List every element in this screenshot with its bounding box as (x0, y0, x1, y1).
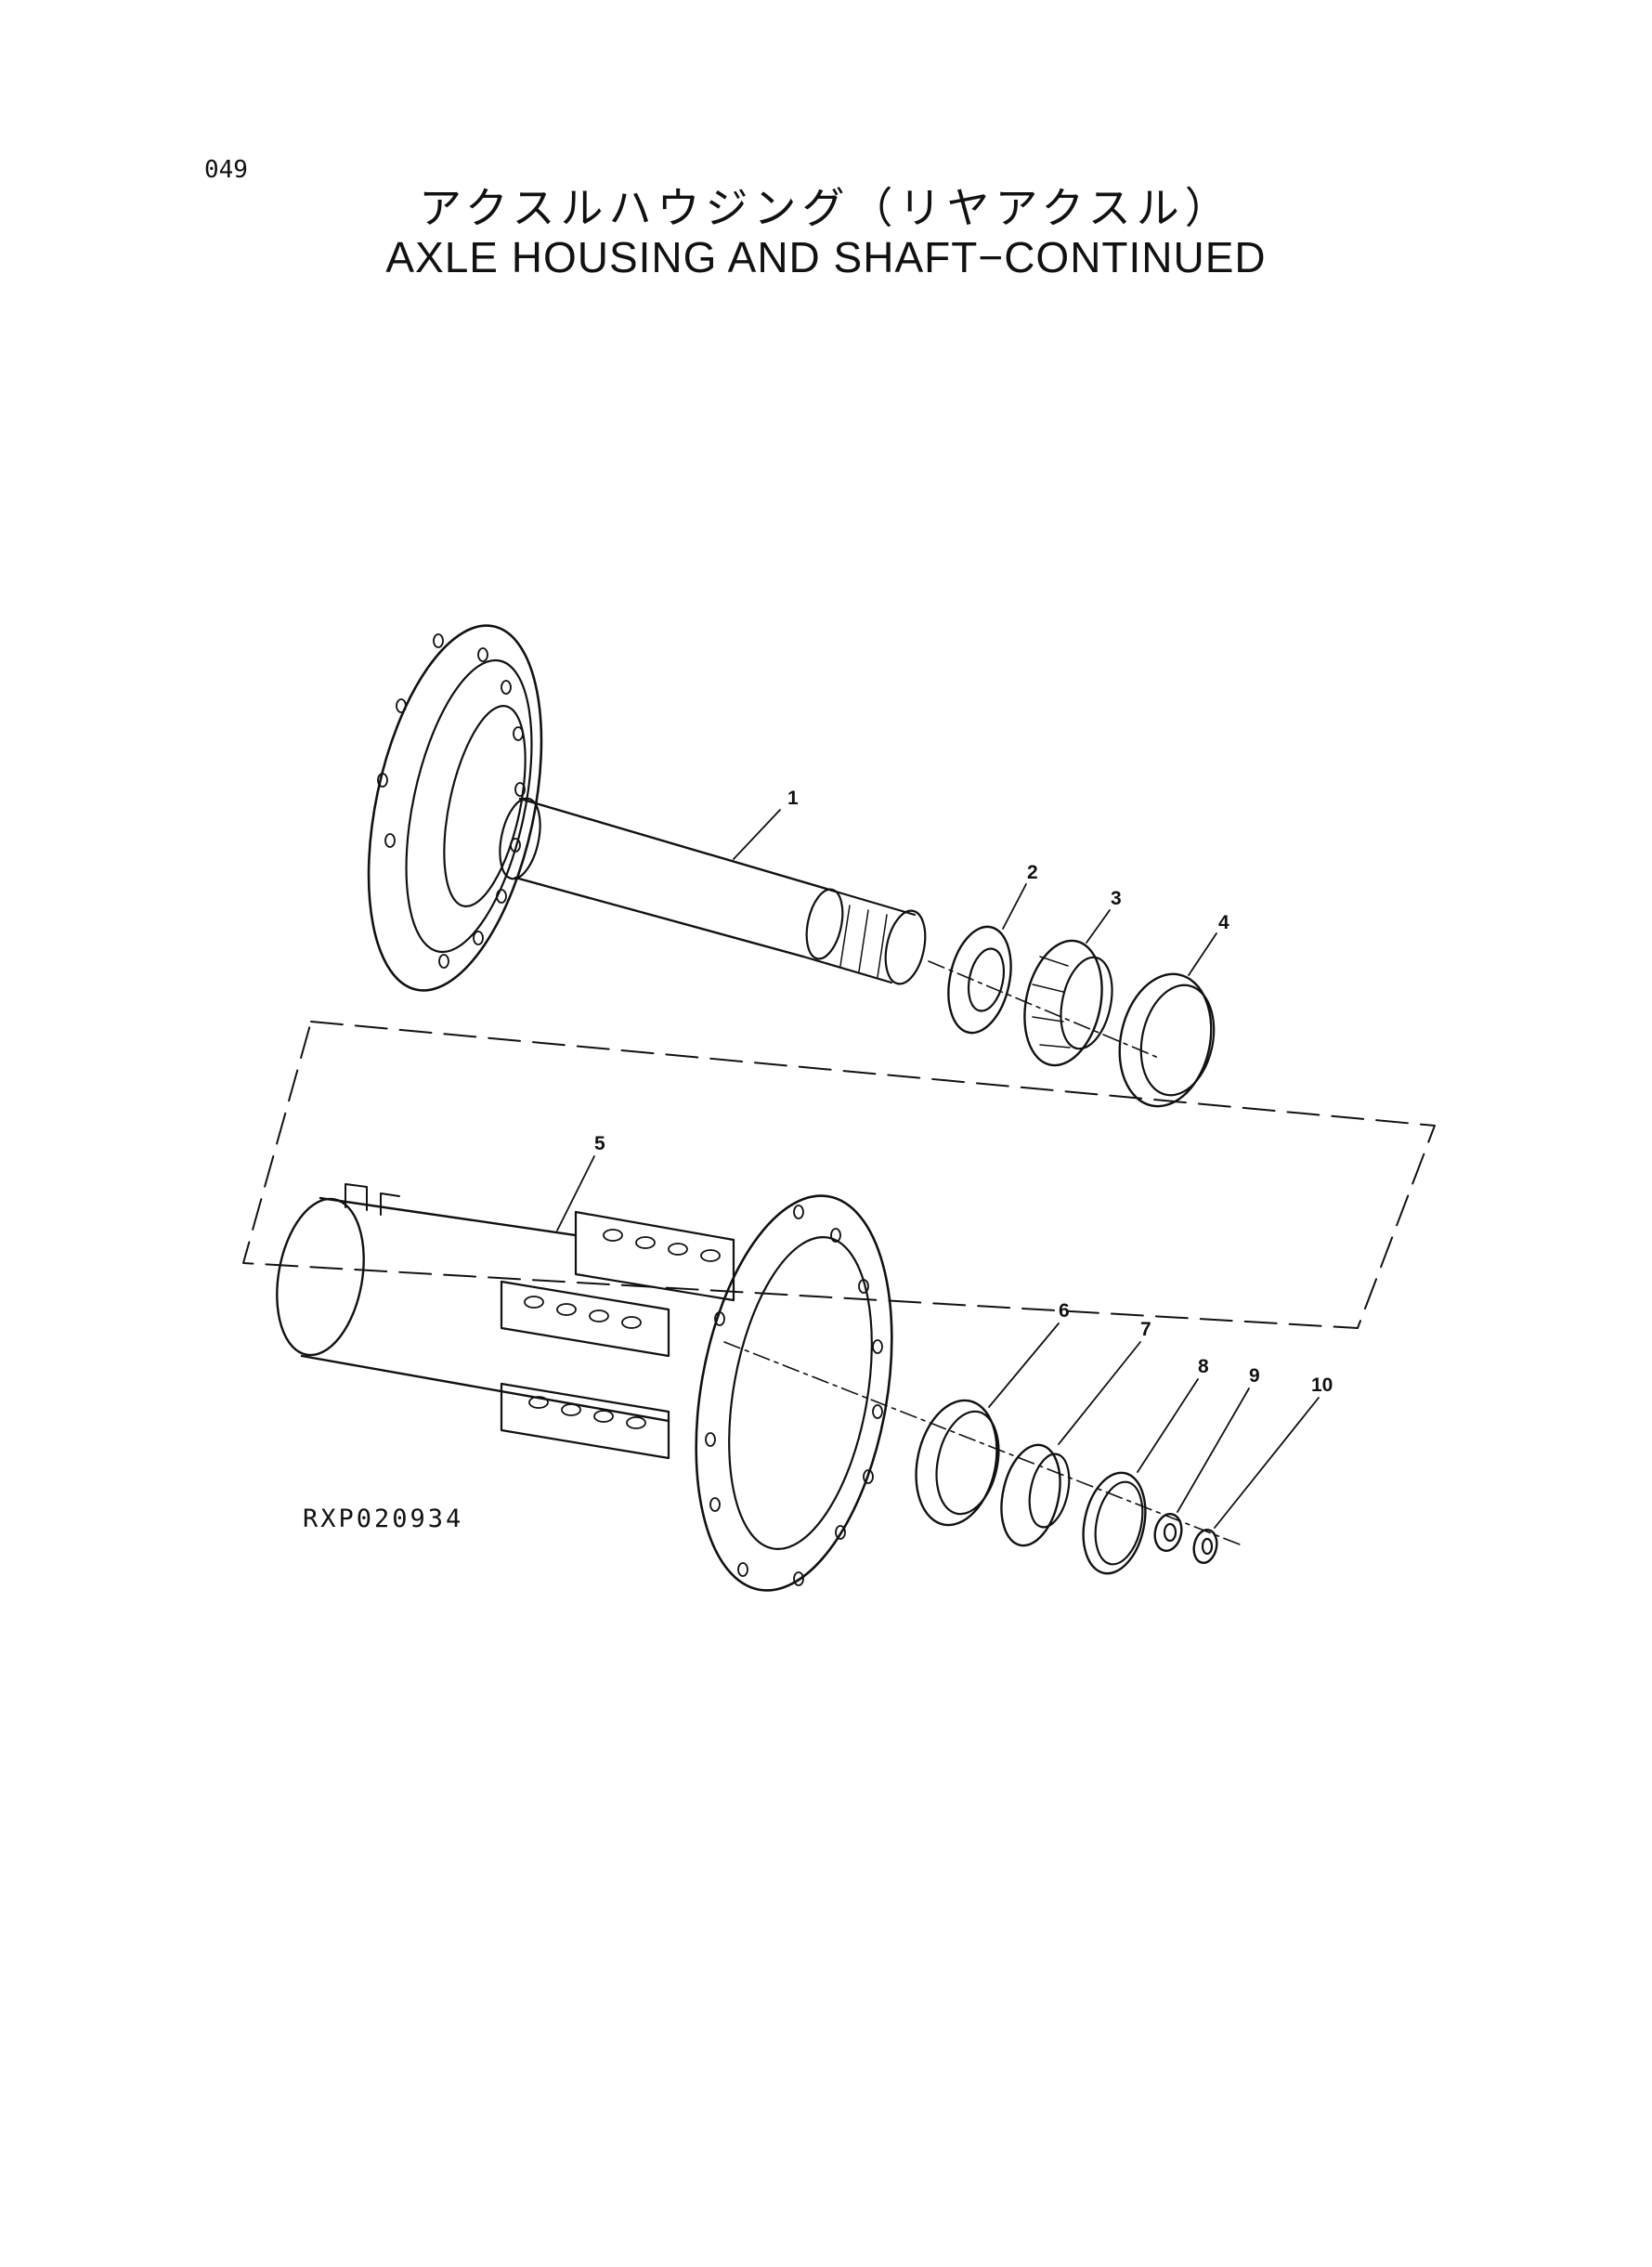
part-axle-housing (276, 1155, 893, 1592)
callout-7: 7 (1140, 1319, 1151, 1340)
callout-2: 2 (1027, 862, 1038, 883)
callout-8: 8 (1198, 1356, 1209, 1377)
page-title-japanese: アクスルハウジング（リヤアクスル） (419, 183, 1233, 233)
leader-8 (1137, 1378, 1199, 1473)
part-bearing-cup-outer (1118, 932, 1217, 1108)
part-bearing-cup-6 (915, 1322, 1060, 1527)
part-nut-10 (1192, 1397, 1320, 1564)
callout-4: 4 (1218, 912, 1229, 933)
leader-7 (1058, 1341, 1141, 1445)
assembly-boundary-dashed (242, 1021, 1436, 1329)
callout-3: 3 (1111, 888, 1122, 909)
leader-3 (1086, 909, 1111, 944)
leader-10 (1214, 1397, 1320, 1529)
part-axle-shaft (367, 624, 927, 992)
leader-4 (1188, 932, 1217, 976)
callout-5: 5 (594, 1133, 605, 1154)
part-ring-8 (1082, 1378, 1199, 1575)
leader-9 (1177, 1388, 1250, 1513)
callout-10: 10 (1311, 1375, 1333, 1396)
part-bearing-cone-7 (1000, 1341, 1141, 1547)
page-number: 049 (204, 156, 248, 184)
drawing-reference-code: RXP020934 (303, 1505, 464, 1533)
page-title-english: AXLE HOUSING AND SHAFT−CONTINUED (385, 233, 1267, 281)
leader-2 (1002, 883, 1027, 930)
callout-9: 9 (1249, 1365, 1260, 1387)
part-seal (947, 883, 1027, 1035)
leader-5 (556, 1155, 595, 1231)
centerline-lower (723, 1341, 1245, 1547)
leader-6 (988, 1322, 1060, 1408)
callout-1: 1 (787, 788, 799, 809)
leader-1 (733, 809, 781, 860)
part-washer-9 (1153, 1388, 1250, 1552)
centerline-upper (928, 960, 1162, 1060)
callout-6: 6 (1059, 1300, 1070, 1322)
part-bearing-cone-inner (1023, 909, 1113, 1067)
